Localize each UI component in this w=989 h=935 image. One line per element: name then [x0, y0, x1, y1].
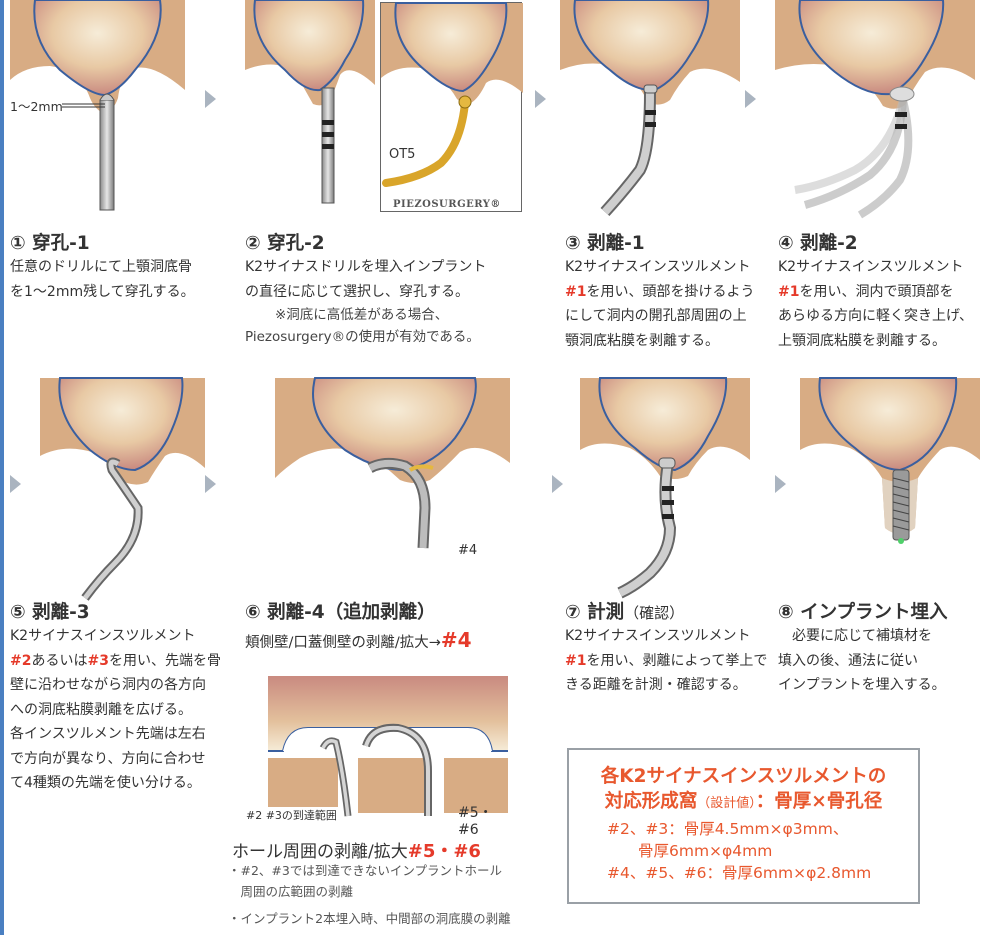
- step-3-title: ③ 剥離-1: [565, 233, 645, 254]
- step-6-bullets: ・#2、#3では到達できないインプラントホール 周囲の広範囲の剥離 ・インプラン…: [228, 860, 511, 929]
- cross-section-diagram: #2 #3の到達範囲 #5・#6: [244, 676, 508, 838]
- step-3-description: K2サイナスインスツルメント #1を用い、頭部を掛けるよう にして洞内の開孔部周…: [565, 255, 754, 353]
- step-8-line: 填入の後、通法に従い: [778, 652, 918, 669]
- step-5-line: への洞底粘膜剥離を広げる。: [10, 701, 192, 718]
- step-7-title: ⑦ 計測（確認）: [565, 602, 685, 623]
- instrument-number: #4: [440, 628, 472, 652]
- step-8-line: 必要に応じて補填材を: [792, 628, 932, 644]
- step-3-line: #1を用い、頭部を掛けるよう: [565, 283, 755, 300]
- step-5-title: ⑤ 剥離-3: [10, 602, 90, 623]
- step-4-line: K2サイナスインスツルメント: [778, 259, 964, 275]
- instrument-spec-box: 各K2サイナスインスツルメントの 対応形成窩（設計値）：骨厚×骨孔径 #2、#3…: [567, 748, 920, 904]
- instrument-number: #5・#6: [407, 841, 481, 862]
- illustration-step-1: 1〜2mm: [10, 0, 185, 215]
- piezosurgery-logo: PIEZOSURGERY®: [393, 199, 501, 210]
- step-7-description: K2サイナスインスツルメント #1を用い、剥離によって挙上で きる距離を計測・確…: [565, 624, 767, 698]
- step-4-line: #1を用い、洞内で頭頂部を: [778, 283, 954, 300]
- step-2-line: K2サイナスドリルを埋入インプラント: [245, 259, 487, 275]
- flow-arrow: [552, 475, 563, 493]
- step-6-subtitle: ホール周囲の剥離/拡大#5・#6: [232, 841, 481, 862]
- step-3-line: 顎洞底粘膜を剥離する。: [565, 332, 719, 349]
- step-2-description: K2サイナスドリルを埋入インプラント の直径に応じて選択し、穿孔する。 ※洞底に…: [245, 255, 486, 348]
- step-5-line: て4種類の先端を使い分ける。: [10, 775, 201, 791]
- step-6-line: 頬側壁/口蓋側壁の剥離/拡大→#4: [245, 628, 472, 652]
- step-7-line: K2サイナスインスツルメント: [565, 628, 751, 644]
- left-edge-bar: [0, 0, 4, 935]
- illustration-step-6: #4: [275, 377, 510, 573]
- ot5-label: OT5: [389, 147, 416, 162]
- step-2-title: ② 穿孔-2: [245, 233, 325, 254]
- spec-box-subtitle: 対応形成窩（設計値）：骨厚×骨孔径: [604, 791, 883, 812]
- piezosurgery-inset: OT5 PIEZOSURGERY®: [380, 2, 523, 212]
- step-2-note: Piezosurgery®の使用が有効である。: [245, 329, 480, 345]
- illustration-step-4: [775, 0, 975, 219]
- instrument-5-6-label: #5・#6: [458, 805, 493, 838]
- step-7-line: きる距離を計測・確認する。: [565, 677, 747, 693]
- reach-range-label: #2 #3の到達範囲: [244, 807, 339, 823]
- step-2-line: の直径に応じて選択し、穿孔する。: [245, 283, 469, 300]
- spec-line: 骨厚6mm×φ4mm: [607, 842, 773, 860]
- illustration-step-7: [580, 377, 750, 599]
- step-3-line: K2サイナスインスツルメント: [565, 259, 751, 275]
- step-5-line: #2あるいは#3を用い、先端を骨: [10, 652, 221, 669]
- step-4-line: あらゆる方向に軽く突き上げ、: [778, 308, 974, 324]
- step-7-line: #1を用い、剥離によって挙上で: [565, 652, 768, 669]
- illustration-step-3: [560, 0, 740, 217]
- step-2-note: ※洞底に高低差がある場合、: [275, 307, 449, 323]
- spec-box-title: 各K2サイナスインスツルメントの: [600, 766, 887, 787]
- flow-arrow: [205, 90, 216, 108]
- step-1-title: ① 穿孔-1: [10, 233, 90, 254]
- spec-line: #2、#3：骨厚4.5mm×φ3mm、: [607, 820, 849, 838]
- step-6-title: ⑥ 剥離-4（追加剥離）: [245, 602, 436, 623]
- instrument-number: #1: [778, 283, 800, 300]
- drill-depth-label: 1〜2mm: [10, 99, 63, 114]
- step-4-line: 上顎洞底粘膜を剥離する。: [778, 332, 946, 349]
- step-6-description: 頬側壁/口蓋側壁の剥離/拡大→#4: [245, 628, 472, 656]
- flow-arrow: [745, 90, 756, 108]
- step-3-line: にして洞内の開孔部周囲の上: [565, 308, 747, 324]
- flow-arrow: [205, 475, 216, 493]
- instrument-number: #1: [565, 652, 587, 669]
- step-5-line: K2サイナスインスツルメント: [10, 628, 196, 644]
- bullet-item: 周囲の広範囲の剥離: [228, 884, 354, 899]
- step-8-description: 必要に応じて補填材を 填入の後、通法に従い インプラントを埋入する。: [778, 624, 946, 698]
- step-8-title: ⑧ インプラント埋入: [778, 602, 948, 623]
- flow-arrow: [535, 90, 546, 108]
- step-5-line: で方向が異なり、方向に合わせ: [10, 750, 206, 767]
- spec-line: #4、#5、#6：骨厚6mm×φ2.8mm: [607, 864, 872, 882]
- illustration-step-8: [800, 377, 980, 553]
- step-4-title: ④ 剥離-2: [778, 233, 858, 254]
- step-1-description: 任意のドリルにて上顎洞底骨 を1〜2mm残して穿孔する。: [10, 255, 195, 304]
- step-4-description: K2サイナスインスツルメント #1を用い、洞内で頭頂部を あらゆる方向に軽く突き…: [778, 255, 973, 353]
- instrument-4-label: #4: [458, 543, 478, 558]
- step-5-line: 各インスツルメント先端は左右: [10, 726, 206, 742]
- bullet-item: ・インプラント2本埋入時、中間部の洞底膜の剥離: [228, 911, 511, 926]
- bullet-item: ・#2、#3では到達できないインプラントホール: [228, 863, 502, 878]
- step-1-line: を1〜2mm残して穿孔する。: [10, 283, 195, 300]
- instrument-number: #2: [10, 652, 32, 669]
- illustration-step-2: [245, 0, 375, 215]
- instrument-number: #3: [87, 652, 109, 669]
- illustration-step-5: [40, 377, 205, 601]
- step-5-description: K2サイナスインスツルメント #2あるいは#3を用い、先端を骨 壁に沿わせながら…: [10, 624, 221, 796]
- step-5-line: 壁に沿わせながら洞内の各方向: [10, 677, 206, 693]
- flow-arrow: [775, 475, 786, 493]
- flow-arrow: [10, 475, 21, 493]
- instrument-number: #1: [565, 283, 587, 300]
- step-1-line: 任意のドリルにて上顎洞底骨: [10, 259, 192, 275]
- step-8-line: インプラントを埋入する。: [778, 677, 946, 693]
